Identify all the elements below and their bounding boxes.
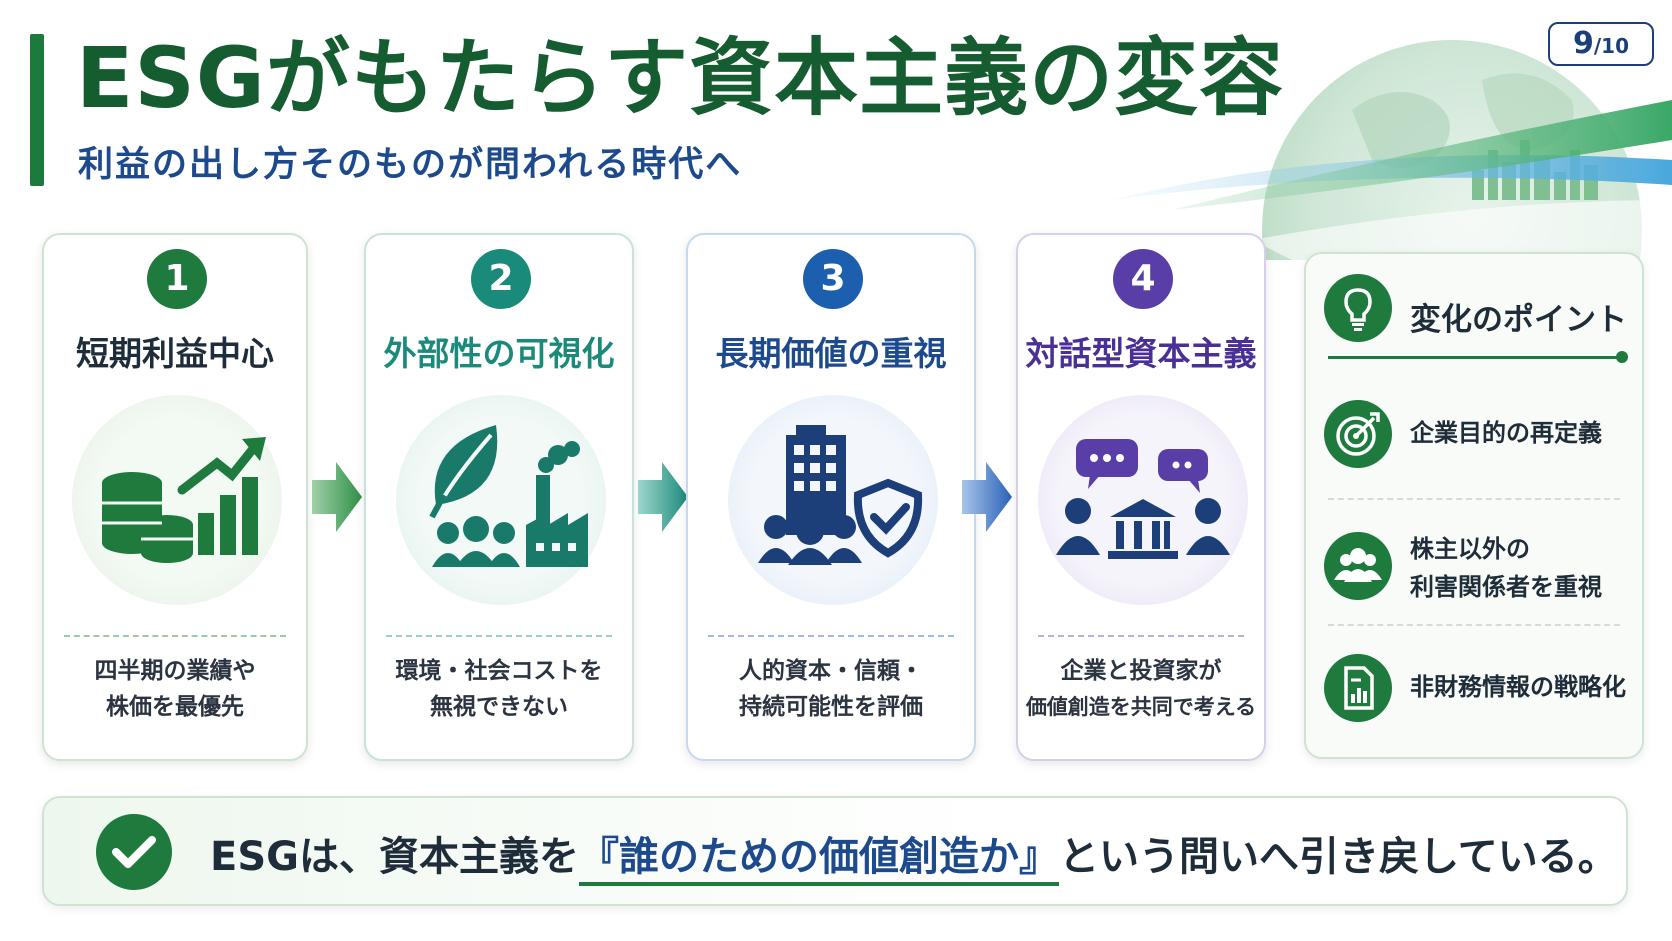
step-label-4: 対話型資本主義: [1025, 334, 1257, 373]
arrow-right-icon: [962, 462, 1012, 532]
step-description-2: 環境・社会コストを 無視できない: [366, 653, 632, 725]
step-description-1: 四半期の業績や 株価を最優先: [44, 653, 306, 725]
target-icon: [1324, 400, 1392, 468]
key-points-underline-dot: [1616, 351, 1628, 363]
step-card-3: 3 長期価値の重視 人的資本・信頼・ 持続可能性を評価: [686, 233, 976, 761]
step-desc-line: 人的資本・信頼・: [739, 658, 923, 684]
conclusion-prefix: ESGは、資本主義を: [210, 834, 579, 880]
key-points-panel: 変化のポイント 企業目的の再定義 株主以外の 利害関係者を重視 非財務情報の: [1304, 252, 1644, 759]
people-icon: [1324, 532, 1392, 600]
step-illustration-3: [728, 395, 938, 605]
arrow-right-icon: [638, 462, 688, 532]
step-description-4: 企業と投資家が 価値創造を共同で考える: [1018, 653, 1264, 725]
key-point-line: 利害関係者を重視: [1410, 573, 1602, 601]
step-illustration-4: [1038, 395, 1248, 605]
report-icon: [1324, 654, 1392, 722]
step-card-2: 2 外部性の可視化 環境・社会コストを 無視できない: [364, 233, 634, 761]
conclusion-suffix: という問いへ引き戻している。: [1058, 834, 1618, 880]
step-divider-2: [386, 635, 612, 637]
step-desc-line: 四半期の業績や: [94, 658, 256, 684]
step-desc-line: 持続可能性を評価: [739, 694, 923, 720]
step-divider-1: [64, 635, 286, 637]
key-point-3: 非財務情報の戦略化: [1410, 673, 1626, 701]
step-illustration-1: [72, 395, 282, 605]
step-number-2: 2: [471, 249, 531, 309]
step-number-4: 4: [1113, 249, 1173, 309]
page-total: /10: [1593, 34, 1629, 58]
key-point-1: 企業目的の再定義: [1410, 419, 1602, 447]
title-accent-bar: [30, 34, 44, 186]
building-shield-icon: [758, 425, 923, 565]
step-desc-line: 環境・社会コストを: [395, 658, 603, 684]
dialogue-icon: [1056, 439, 1230, 559]
conclusion-text: ESGは、資本主義を『誰のための価値創造か』という問いへ引き戻している。: [210, 824, 1618, 886]
step-divider-4: [1038, 635, 1244, 637]
key-points-underline: [1328, 356, 1624, 359]
leaf-factory-icon: [429, 425, 588, 567]
step-number-3: 3: [803, 249, 863, 309]
conclusion-banner: ESGは、資本主義を『誰のための価値創造か』という問いへ引き戻している。: [42, 796, 1628, 906]
key-point-2: 株主以外の 利害関係者を重視: [1410, 530, 1602, 606]
key-point-separator: [1328, 624, 1620, 626]
key-point-line: 株主以外の: [1410, 535, 1530, 563]
key-point-separator: [1328, 498, 1620, 500]
page-subtitle: 利益の出し方そのものが問われる時代へ: [78, 145, 743, 185]
step-number-1: 1: [147, 249, 207, 309]
checkmark-icon: [96, 814, 172, 890]
step-divider-3: [708, 635, 954, 637]
step-desc-line: 企業と投資家が: [1060, 658, 1222, 684]
page-current: 9: [1572, 26, 1594, 61]
step-description-3: 人的資本・信頼・ 持続可能性を評価: [688, 653, 974, 725]
step-label-2: 外部性の可視化: [383, 334, 615, 373]
step-desc-line: 無視できない: [430, 694, 568, 720]
step-label-1: 短期利益中心: [76, 334, 274, 373]
page-indicator: 9/10: [1548, 22, 1654, 66]
arrow-right-icon: [312, 462, 362, 532]
step-desc-line: 価値創造を共同で考える: [1025, 695, 1257, 719]
key-points-title: 変化のポイント: [1410, 302, 1627, 338]
step-label-3: 長期価値の重視: [715, 334, 947, 373]
coins-growth-icon: [102, 437, 266, 563]
step-card-1: 1 短期利益中心 四半期の業績や 株価を最優先: [42, 233, 308, 761]
step-desc-line: 株価を最優先: [106, 694, 244, 720]
conclusion-highlight: 『誰のための価値創造か』: [578, 834, 1059, 886]
page-title: ESGがもたらす資本主義の変容: [76, 29, 1285, 127]
lightbulb-icon: [1324, 274, 1392, 342]
step-card-4: 4 対話型資本主義 企業と投資家が 価値創造を共同で考える: [1016, 233, 1266, 761]
step-illustration-2: [396, 395, 606, 605]
